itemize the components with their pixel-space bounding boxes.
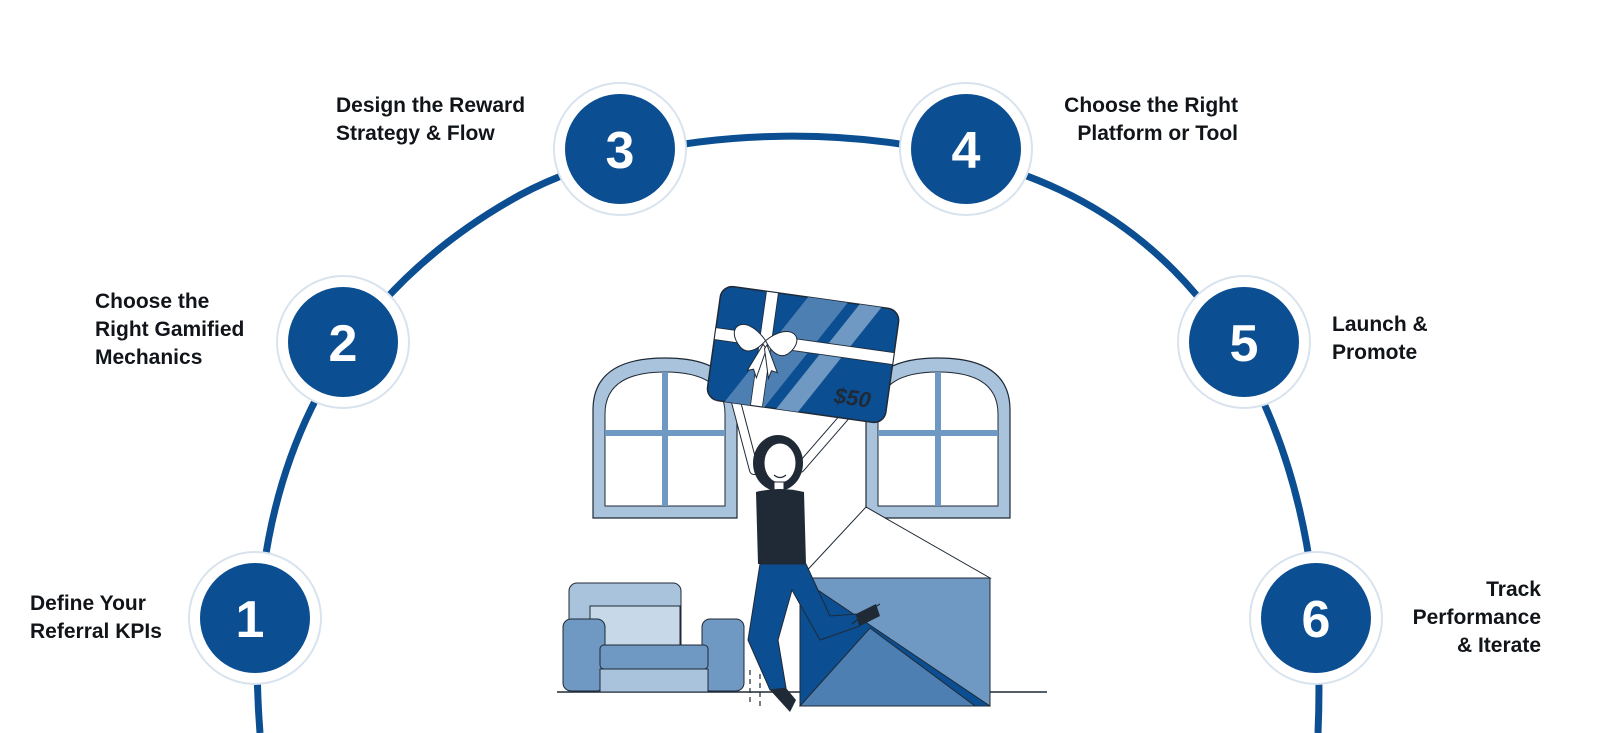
step-label-3: Design the Reward Strategy & Flow: [336, 94, 526, 145]
gift-card-value: $50: [832, 383, 874, 413]
step-node-5: 5: [1177, 275, 1311, 409]
step-label-1: Define Your Referral KPIs: [30, 592, 162, 643]
step-number-6: 6: [1302, 591, 1331, 649]
step-node-3: 3: [553, 82, 687, 216]
armchair: [562, 582, 745, 693]
gift-card: $50: [706, 285, 900, 424]
step-number-1: 1: [236, 591, 265, 649]
step-node-1: 1: [188, 551, 322, 685]
left-window: [592, 357, 738, 519]
step-node-6: 6: [1249, 551, 1383, 685]
step-label-4: Choose the Right Platform or Tool: [1064, 94, 1238, 145]
step-label-6: Track Performance & Iterate: [1412, 578, 1541, 657]
step-number-5: 5: [1230, 315, 1259, 373]
step-label-5: Launch & Promote: [1332, 313, 1428, 364]
step-node-4: 4: [899, 82, 1033, 216]
step-number-4: 4: [952, 122, 981, 180]
step-number-2: 2: [329, 315, 358, 373]
process-arc: [253, 132, 1323, 733]
step-node-2: 2: [276, 275, 410, 409]
step-label-2: Choose the Right Gamified Mechanics: [95, 290, 245, 369]
celebration-illustration: $50: [557, 285, 1047, 712]
step-number-3: 3: [606, 122, 635, 180]
envelope: [798, 506, 992, 707]
